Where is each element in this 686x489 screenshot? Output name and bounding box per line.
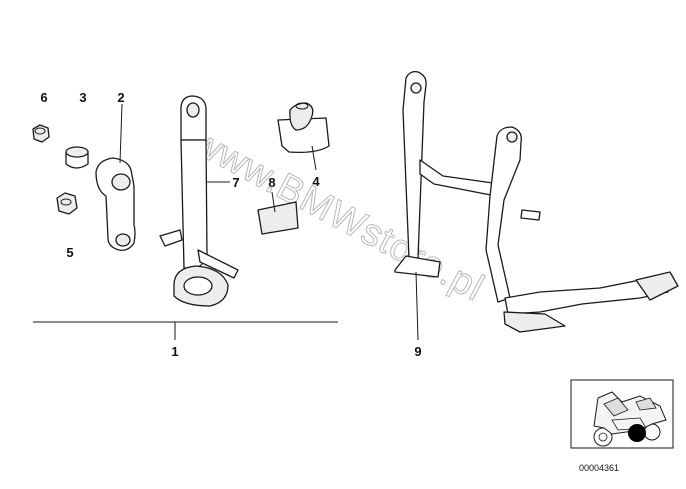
callout-4[interactable]: 4 xyxy=(312,174,320,189)
leader-9 xyxy=(415,271,419,341)
location-marker-dot xyxy=(628,424,646,442)
watermark-text: www.BMWstore.pl xyxy=(185,120,491,309)
part-2-lever[interactable] xyxy=(95,157,136,251)
callout-9[interactable]: 9 xyxy=(414,344,421,359)
document-number: 00004361 xyxy=(579,463,619,473)
callout-7[interactable]: 7 xyxy=(232,175,239,190)
callout-1[interactable]: 1 xyxy=(171,344,178,359)
part-7-side-stand[interactable] xyxy=(159,95,239,307)
part-5-nut[interactable] xyxy=(56,192,78,215)
motorcycle-icon xyxy=(593,391,667,447)
part-8-rubber-pad[interactable] xyxy=(257,201,299,235)
part-3-bushing[interactable] xyxy=(65,146,89,169)
location-thumbnail xyxy=(570,379,674,449)
callout-2[interactable]: 2 xyxy=(117,90,124,105)
part-6-nut[interactable] xyxy=(32,124,50,143)
callout-5[interactable]: 5 xyxy=(66,245,73,260)
part-4-rubber-buffer[interactable] xyxy=(277,102,330,154)
leader-2 xyxy=(119,103,123,164)
callout-8[interactable]: 8 xyxy=(268,175,275,190)
part-9-center-stand[interactable] xyxy=(394,70,679,333)
callout-6[interactable]: 6 xyxy=(40,90,47,105)
leader-8 xyxy=(271,191,276,213)
callout-3[interactable]: 3 xyxy=(79,90,86,105)
leader-4 xyxy=(311,145,317,171)
